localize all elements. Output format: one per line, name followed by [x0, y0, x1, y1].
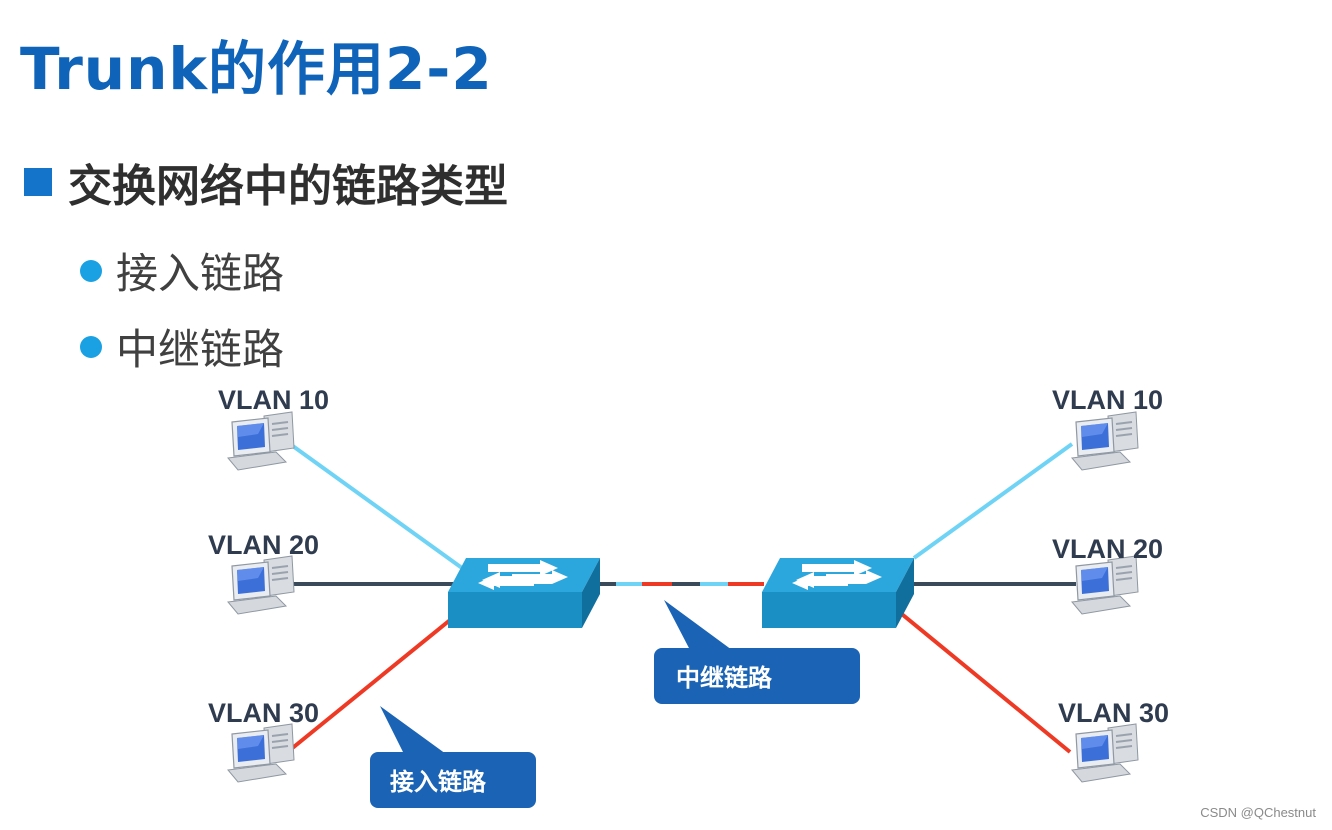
bullet-item-trunk: 中继链路	[80, 316, 284, 377]
callout-trunk: 中继链路	[654, 600, 860, 704]
pc-icon-left-vlan30	[227, 723, 295, 783]
heading-text: 交换网络中的链路类型	[68, 161, 508, 212]
round-bullet-icon	[80, 259, 102, 282]
vlan-label-right-10: VLAN 10	[1052, 385, 1163, 415]
link-left-vlan30	[288, 614, 457, 752]
bullet-item-access: 接入链路	[80, 240, 284, 301]
pc-icon-left-vlan20	[227, 555, 295, 615]
vlan-label-left-20: VLAN 20	[208, 530, 319, 560]
pc-icon-right-vlan10	[1071, 411, 1139, 471]
callout-trunk-text: 中继链路	[676, 664, 773, 692]
pc-icon-right-vlan30	[1071, 723, 1139, 783]
pc-icon-left-vlan10	[227, 411, 295, 471]
section-heading: 交换网络中的链路类型	[24, 150, 508, 214]
link-right-vlan10	[912, 442, 1074, 560]
watermark: CSDN @QChestnut	[1200, 805, 1316, 820]
vlan-label-left-10: VLAN 10	[218, 385, 329, 415]
page-title: Trunk的作用2-2	[20, 35, 493, 103]
switch-icon-right	[762, 558, 914, 628]
bullet-text-access: 接入链路	[116, 249, 285, 298]
link-left-vlan10	[288, 442, 464, 570]
square-bullet-icon	[24, 168, 52, 196]
vlan-label-left-30: VLAN 30	[208, 698, 319, 728]
callout-access: 接入链路	[370, 706, 536, 808]
callout-access-text: 接入链路	[390, 768, 487, 796]
pc-icon-right-vlan20	[1071, 555, 1139, 615]
vlan-label-right-30: VLAN 30	[1058, 698, 1169, 728]
round-bullet-icon	[80, 335, 102, 358]
link-right-vlan30	[890, 604, 1072, 754]
vlan-label-right-20: VLAN 20	[1052, 534, 1163, 564]
switch-icon-left	[448, 558, 600, 628]
bullet-text-trunk: 中继链路	[116, 325, 285, 374]
